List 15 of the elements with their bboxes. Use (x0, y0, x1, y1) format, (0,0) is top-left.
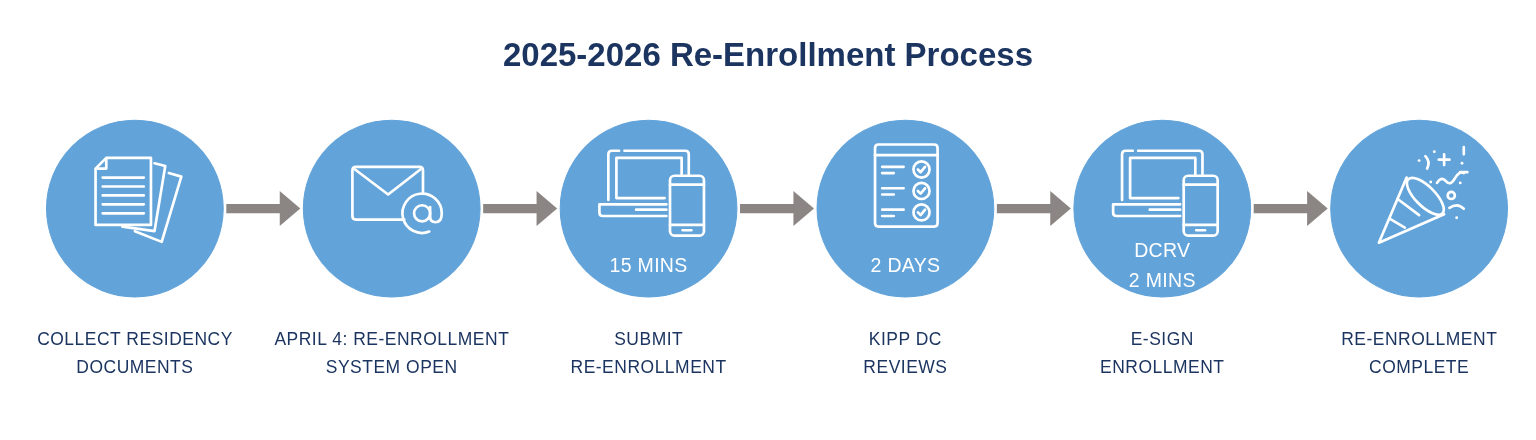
arrow (1253, 191, 1328, 226)
step-caption: E-SIGN ENROLLMENT (1100, 329, 1225, 377)
arrow (226, 191, 301, 226)
duration-text: DCRV 2 MINS (1128, 239, 1196, 291)
duration-text: 2 DAYS (870, 254, 941, 277)
step-caption: SUBMIT RE-ENROLLMENT (570, 329, 727, 377)
step-caption: KIPP DC REVIEWS (863, 329, 948, 377)
duration-text: 15 MINS (609, 254, 688, 277)
arrow (996, 191, 1071, 226)
arrow (483, 191, 558, 226)
title: 2025-2026 Re-Enrollment Process (502, 36, 1034, 73)
step-caption: RE-ENROLLMENT COMPLETE (1341, 329, 1497, 377)
arrow (740, 191, 814, 226)
step-caption: APRIL 4: RE-ENROLLMENT SYSTEM OPEN (274, 329, 509, 377)
step-caption: COLLECT RESIDENCY DOCUMENTS (37, 329, 233, 377)
